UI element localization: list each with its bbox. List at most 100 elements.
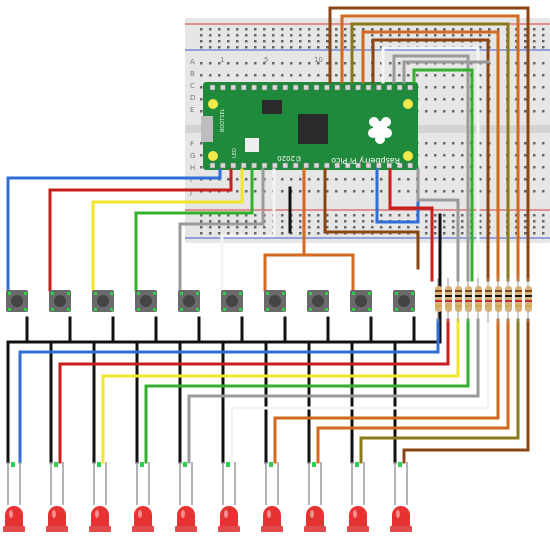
breadboard-hole [209,40,212,43]
breadboard-hole [281,34,284,37]
led [220,506,238,528]
breadboard-hole [218,62,221,65]
breadboard-hole [263,34,266,37]
push-buttons [6,290,415,312]
breadboard-hole [299,178,302,181]
led-wire [230,318,490,464]
breadboard-hole [416,28,419,31]
breadboard-hole [227,232,230,235]
breadboard-hole [299,46,302,49]
breadboard-hole [227,214,230,217]
push-button-pin [395,292,398,295]
breadboard-hole [425,190,428,193]
breadboard-hole [524,40,527,43]
breadboard-hole [245,62,248,65]
breadboard-hole [326,34,329,37]
row-label: A [190,58,195,66]
breadboard-hole [407,178,410,181]
button-signal-wire [388,168,434,282]
breadboard-hole [524,142,527,145]
breadboard-hole [425,110,428,113]
header-pin [220,162,226,169]
bootsel-label: BOOTSEL [220,108,226,132]
breadboard-hole [353,34,356,37]
push-button-pin [137,308,140,311]
breadboard-hole [461,74,464,77]
breadboard-hole [452,98,455,101]
breadboard-hole [524,86,527,89]
push-button-pin [309,308,312,311]
breadboard-hole [398,74,401,77]
header-pin [365,162,372,169]
breadboard-hole [542,232,545,235]
breadboard-hole [524,220,527,223]
breadboard-hole [299,214,302,217]
breadboard-hole [542,110,545,113]
breadboard-hole [281,28,284,31]
breadboard-hole [533,166,536,169]
breadboard-hole [236,40,239,43]
breadboard-hole [344,214,347,217]
breadboard-hole [209,226,212,229]
push-button-pin [24,308,27,311]
resistor-band [475,290,482,292]
resistor [515,286,522,312]
push-button-pin [24,292,27,295]
resistor-band [495,295,502,297]
row-label: E [190,106,194,114]
breadboard-hole [308,190,311,193]
resistor-band [435,290,442,292]
breadboard-hole [290,40,293,43]
breadboard-hole [227,40,230,43]
breadboard-hole [335,62,338,65]
rp2040-chip [298,114,328,144]
breadboard-hole [479,142,482,145]
breadboard-hole [218,232,221,235]
breadboard-hole [290,62,293,65]
header-pin [365,84,372,91]
breadboard-hole [533,98,536,101]
breadboard-hole [479,178,482,181]
breadboard-hole [515,34,518,37]
push-button-pin [368,292,371,295]
breadboard-hole [434,110,437,113]
breadboard-hole [200,232,203,235]
push-button-pin [325,308,328,311]
breadboard-hole [209,232,212,235]
breadboard-hole [353,40,356,43]
breadboard-hole [515,62,518,65]
led-rim [390,526,412,532]
breadboard-hole [542,46,545,49]
button-signal-wire [134,168,254,292]
push-button-cap [398,295,410,307]
breadboard-hole [335,214,338,217]
breadboard-hole [434,34,437,37]
push-button-cap [54,295,66,307]
header-pin [282,84,289,91]
led-pin [140,462,144,467]
breadboard-hole [398,214,401,217]
breadboard-hole [200,214,203,217]
breadboard-hole [524,226,527,229]
resistor-band [435,305,442,307]
breadboard-hole [245,232,248,235]
breadboard-hole [479,232,482,235]
resistor-band [475,305,482,307]
push-button-cap [312,295,324,307]
led [392,506,410,528]
header-pin [292,162,299,169]
breadboard-hole [254,214,257,217]
breadboard-hole [317,62,320,65]
breadboard-hole [398,190,401,193]
breadboard-hole [452,86,455,89]
breadboard-hole [533,62,536,65]
resistor-band [525,290,532,292]
header-pin [355,84,361,91]
header-pin [272,84,278,91]
header-pin [240,84,247,91]
push-button-cap [140,295,152,307]
breadboard-hole [200,166,203,169]
breadboard-hole [245,28,248,31]
header-pin [376,162,382,169]
push-button-pin [368,308,371,311]
